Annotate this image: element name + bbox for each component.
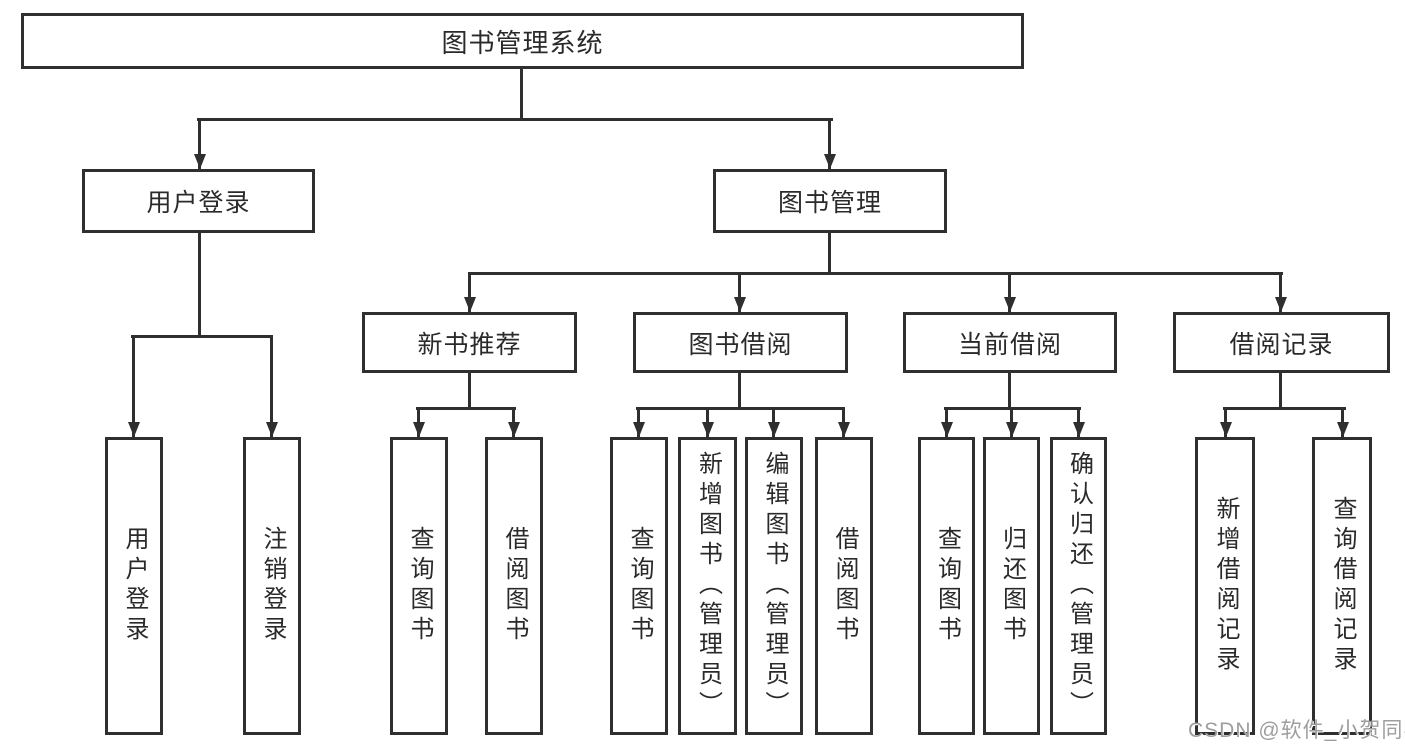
node-borrowing-records: 借阅记录: [1173, 312, 1390, 373]
arrow-to-leaf-query-books-2: [637, 407, 640, 437]
leaf-label: 查询图书: [406, 526, 433, 646]
leaf-logout: 注销登录: [243, 437, 301, 735]
leaf-label: 新增图书（管理员）: [694, 451, 722, 721]
leaf-label: 用户登录: [121, 526, 148, 646]
arrow-to-leaf-logout: [270, 335, 273, 437]
arrow-to-leaf-query-books-3: [945, 407, 948, 437]
leaf-label: 借阅图书: [831, 526, 858, 646]
node-label: 当前借阅: [957, 330, 1062, 359]
leaf-label: 确认归还（管理员）: [1065, 451, 1093, 721]
leaf-query-books-new-book: 查询图书: [390, 437, 448, 735]
arrow-to-leaf-user-login: [132, 335, 135, 437]
arrow-to-current-borrowing: [1008, 272, 1011, 312]
node-label: 图书管理: [777, 189, 882, 217]
connector-new-book-stem: [468, 373, 471, 410]
node-label: 新书推荐: [417, 330, 522, 359]
connector-book-borrowing-bus: [636, 407, 845, 410]
connector-user-login-bus: [131, 335, 273, 338]
leaf-add-books-admin: 新增图书（管理员）: [678, 437, 737, 735]
node-label: 图书管理系统: [441, 27, 604, 58]
arrow-to-leaf-edit-books: [772, 407, 775, 437]
node-label: 图书借阅: [688, 330, 793, 359]
connector-book-borrowing-stem: [738, 373, 741, 410]
arrow-to-leaf-borrow-books-1: [512, 407, 515, 437]
arrow-to-user-login: [198, 118, 201, 169]
arrow-to-leaf-add-borrow-record: [1224, 407, 1227, 437]
arrow-to-leaf-query-books-1: [417, 407, 420, 437]
leaf-query-books-current: 查询图书: [918, 437, 975, 735]
connector-book-management-bus: [468, 272, 1283, 275]
leaf-label: 借阅图书: [501, 526, 528, 646]
node-user-login: 用户登录: [82, 169, 315, 233]
leaf-add-borrow-record: 新增借阅记录: [1195, 437, 1255, 735]
leaf-query-borrow-record: 查询借阅记录: [1312, 437, 1372, 735]
connector-root-bus: [197, 118, 833, 121]
node-current-borrowing: 当前借阅: [903, 312, 1117, 373]
node-label: 借阅记录: [1229, 330, 1334, 359]
connector-user-login-stem: [198, 233, 201, 338]
leaf-query-books-borrowing: 查询图书: [610, 437, 668, 735]
leaf-edit-books-admin: 编辑图书（管理员）: [745, 437, 803, 735]
arrow-to-leaf-add-books: [706, 407, 709, 437]
arrow-to-borrowing-records: [1279, 272, 1282, 312]
leaf-label: 新增借阅记录: [1212, 496, 1239, 676]
node-book-management: 图书管理: [713, 169, 947, 233]
connector-new-book-bus: [416, 407, 516, 410]
arrow-to-book-borrowing: [738, 272, 741, 312]
connector-borrowing-records-stem: [1279, 373, 1282, 410]
leaf-label: 查询图书: [626, 526, 653, 646]
leaf-return-books: 归还图书: [983, 437, 1040, 735]
connector-root-stem: [520, 69, 523, 121]
leaf-label: 查询借阅记录: [1329, 496, 1356, 676]
leaf-label: 注销登录: [259, 526, 286, 646]
leaf-borrow-books-borrowing: 借阅图书: [815, 437, 873, 735]
arrow-to-leaf-borrow-books-2: [842, 407, 845, 437]
leaf-label: 查询图书: [933, 526, 961, 646]
connector-book-management-stem: [828, 233, 831, 275]
node-new-book-recommend: 新书推荐: [362, 312, 577, 373]
arrow-to-new-book-recommend: [468, 272, 471, 312]
arrow-to-leaf-return-books: [1010, 407, 1013, 437]
leaf-label: 编辑图书（管理员）: [761, 451, 788, 721]
leaf-label: 归还图书: [998, 526, 1026, 646]
arrow-to-leaf-confirm-return: [1077, 407, 1080, 437]
leaf-borrow-books-new-book: 借阅图书: [485, 437, 543, 735]
arrow-to-book-management: [828, 118, 831, 169]
node-book-borrowing: 图书借阅: [633, 312, 848, 373]
node-label: 用户登录: [146, 189, 251, 217]
leaf-user-login: 用户登录: [105, 437, 163, 735]
csdn-watermark: CSDN @软件_小贺同学: [1188, 719, 1405, 742]
leaf-confirm-return-admin: 确认归还（管理员）: [1050, 437, 1107, 735]
arrow-to-leaf-query-borrow-record: [1341, 407, 1344, 437]
connector-current-borrowing-stem: [1008, 373, 1011, 410]
node-library-management-system: 图书管理系统: [21, 13, 1024, 69]
connector-borrowing-records-bus: [1223, 407, 1346, 410]
